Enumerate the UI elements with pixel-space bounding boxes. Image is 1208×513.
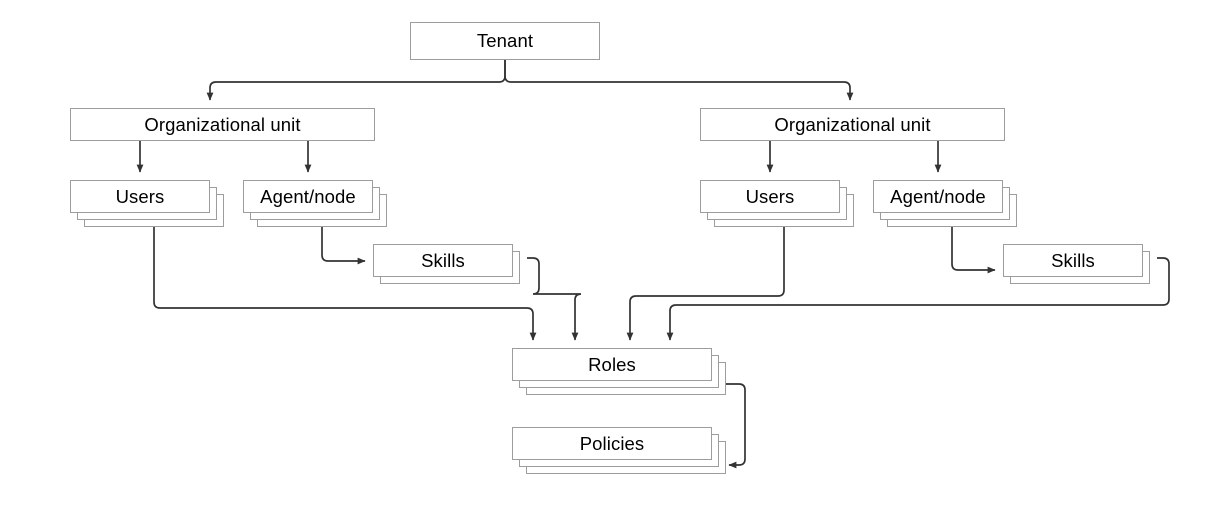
users-right-label: Users	[745, 185, 795, 207]
agent-node-right-box[interactable]	[873, 180, 1003, 213]
edge-agent-right-to-skills-right	[951, 227, 996, 274]
agent-node-left-box[interactable]	[243, 180, 373, 213]
skills-right-box[interactable]	[1003, 244, 1143, 277]
edge-agent-left-to-skills-left	[321, 227, 366, 265]
policies-label: Policies	[579, 432, 645, 454]
users-right-box[interactable]	[700, 180, 840, 213]
edge-roles-to-policies	[726, 383, 746, 469]
users-left-label: Users	[115, 185, 165, 207]
organizational-unit-right-box[interactable]	[700, 108, 1005, 141]
edge-skills-left-to-roles	[527, 257, 582, 341]
organizational-unit-left-box[interactable]	[70, 108, 375, 141]
roles-label: Roles	[588, 353, 636, 375]
organizational-unit-right-label: Organizational unit	[774, 113, 931, 135]
agent-node-right-label: Agent/node	[890, 185, 986, 207]
agent-node-left-label: Agent/node	[260, 185, 356, 207]
skills-right-label: Skills	[1051, 249, 1095, 271]
roles-box[interactable]	[512, 348, 712, 381]
organizational-unit-left-label: Organizational unit	[144, 113, 301, 135]
skills-left-box[interactable]	[373, 244, 513, 277]
edge-users-right-to-roles	[626, 227, 785, 341]
tenant-label: Tenant	[476, 30, 534, 51]
users-left-box[interactable]	[70, 180, 210, 213]
edge-tenant-to-ou-right	[504, 60, 854, 101]
edge-tenant-to-ou-left	[206, 60, 506, 101]
edge-users-left-to-roles	[153, 227, 537, 341]
edge-skills-right-to-roles	[666, 257, 1170, 341]
skills-left-label: Skills	[421, 249, 465, 271]
tenant-box[interactable]	[410, 22, 600, 60]
policies-box[interactable]	[512, 427, 712, 460]
